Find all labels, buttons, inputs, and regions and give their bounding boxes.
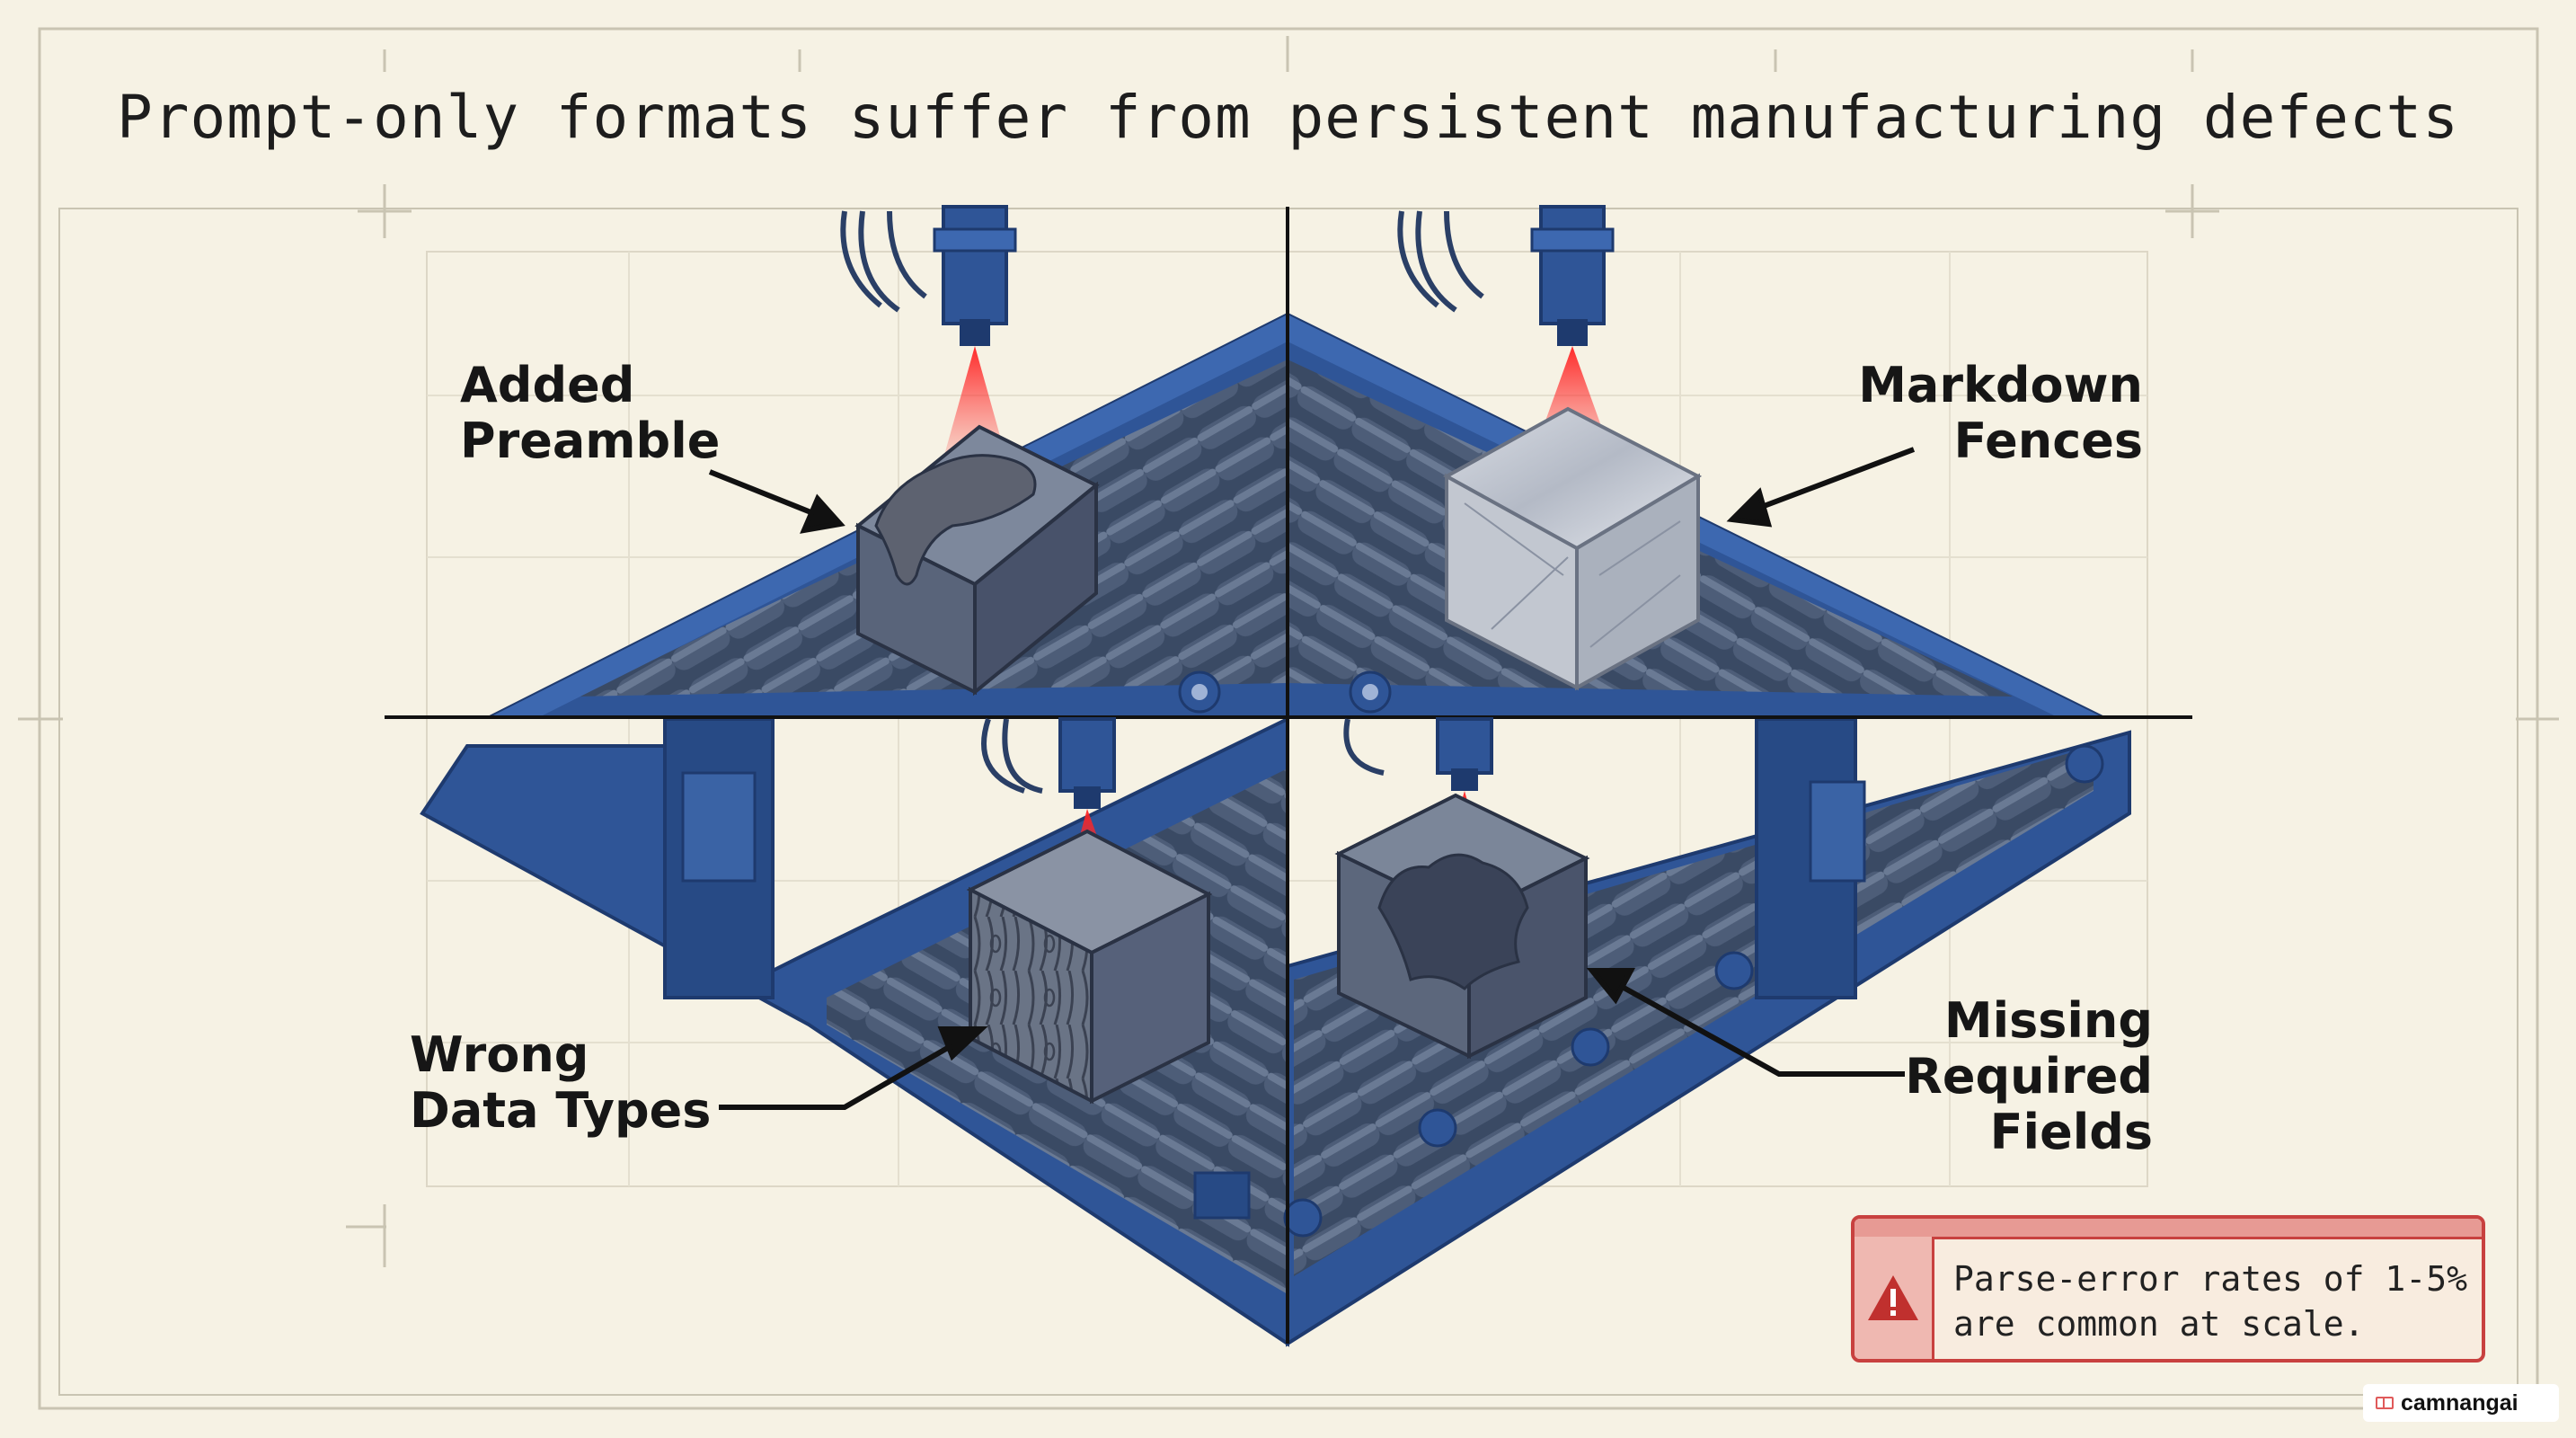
arrow-missing-required-fields xyxy=(1586,968,1905,1077)
arrow-markdown-fences xyxy=(1726,447,1916,528)
callout-message: Parse-error rates of 1-5% are common at … xyxy=(1953,1259,2467,1344)
label-wrong-data-types: Wrong Data Types xyxy=(410,1026,712,1139)
arrow-added-preamble xyxy=(708,469,845,534)
watermark-badge: camnangai xyxy=(2363,1384,2559,1422)
laser-nozzle-top-left xyxy=(840,205,1017,458)
box-markdown-fences xyxy=(1442,406,1703,691)
box-wrong-data-types xyxy=(966,829,1213,1105)
label-added-preamble: Added Preamble xyxy=(460,357,721,469)
bottom-right-conveyor xyxy=(1283,717,2131,1347)
slide-title: Prompt-only formats suffer from persiste… xyxy=(116,83,2460,152)
parse-error-callout: Parse-error rates of 1-5% are common at … xyxy=(1851,1215,2485,1363)
callout-icon-panel xyxy=(1855,1237,1934,1359)
warning-triangle-icon xyxy=(1868,1275,1918,1320)
label-markdown-fences: Markdown Fences xyxy=(1858,357,2143,469)
label-missing-required-fields: Missing Required Fields xyxy=(1905,992,2153,1160)
watermark-text: camnangai xyxy=(2401,1389,2518,1416)
box-added-preamble xyxy=(854,424,1100,697)
quadrant-dividers xyxy=(385,207,2192,1344)
watermark-logo-icon xyxy=(2376,1397,2394,1409)
arrow-wrong-data-types xyxy=(719,1026,988,1110)
callout-header-bar xyxy=(1855,1219,2482,1239)
box-missing-required-fields xyxy=(1334,793,1590,1060)
